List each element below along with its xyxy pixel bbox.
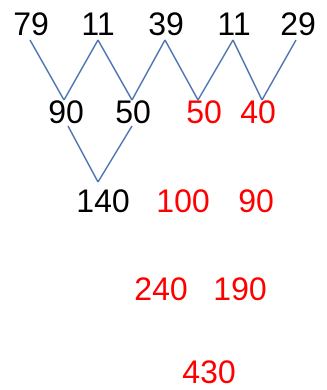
edge-39-50 <box>131 39 166 101</box>
edge-50-140 <box>97 125 133 183</box>
row2-value-4: 40 <box>240 94 276 130</box>
row4-value-2: 190 <box>213 271 267 307</box>
row4-value-1: 240 <box>134 271 188 307</box>
row2-value-3: 50 <box>186 94 222 130</box>
edge-11-40 <box>232 39 263 101</box>
row3-value-1: 140 <box>76 183 130 219</box>
edge-11-50b <box>197 39 234 101</box>
edge-39-50b <box>164 39 199 101</box>
row1-value-4: 11 <box>217 6 251 42</box>
edge-11-90 <box>63 39 99 101</box>
row5-value-1: 430 <box>182 354 236 390</box>
edge-11-50 <box>97 39 133 101</box>
row3-value-3: 90 <box>238 183 274 219</box>
edge-29-40 <box>261 39 297 101</box>
row1-value-5: 29 <box>280 6 316 42</box>
edge-90-140 <box>67 125 99 183</box>
row3-value-2: 100 <box>156 183 210 219</box>
row1-value-2: 11 <box>81 6 115 42</box>
row1-value-1: 79 <box>13 6 49 42</box>
row1-value-3: 39 <box>148 6 184 42</box>
row2-value-1: 90 <box>48 94 84 130</box>
row2-value-2: 50 <box>115 94 151 130</box>
edge-79-90 <box>29 39 65 101</box>
